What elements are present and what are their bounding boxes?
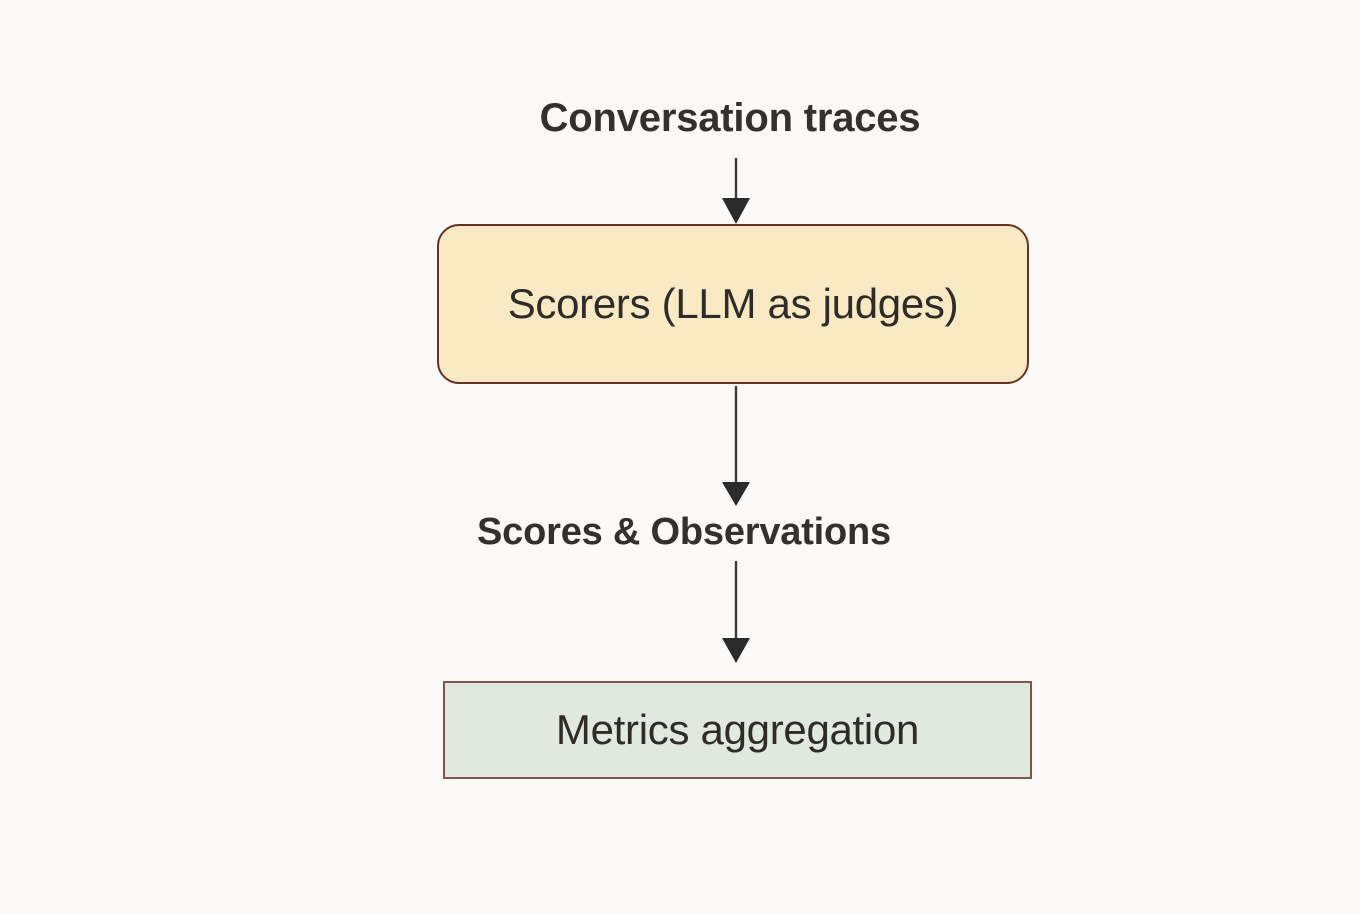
node-metrics-aggregation-box[interactable]: Metrics aggregation [443, 681, 1032, 779]
node-metrics-aggregation-label: Metrics aggregation [555, 705, 920, 753]
arrowhead-icon [722, 198, 750, 224]
node-scores-observations: Scores & Observations [477, 511, 891, 553]
node-scorers-box[interactable]: Scorers (LLM as judges) [437, 224, 1029, 384]
node-conversation-traces: Conversation traces [539, 96, 921, 140]
arrowhead-icon [722, 638, 750, 663]
arrowhead-icon [722, 482, 750, 506]
node-scorers-label: Scorers (LLM as judges) [507, 279, 959, 327]
